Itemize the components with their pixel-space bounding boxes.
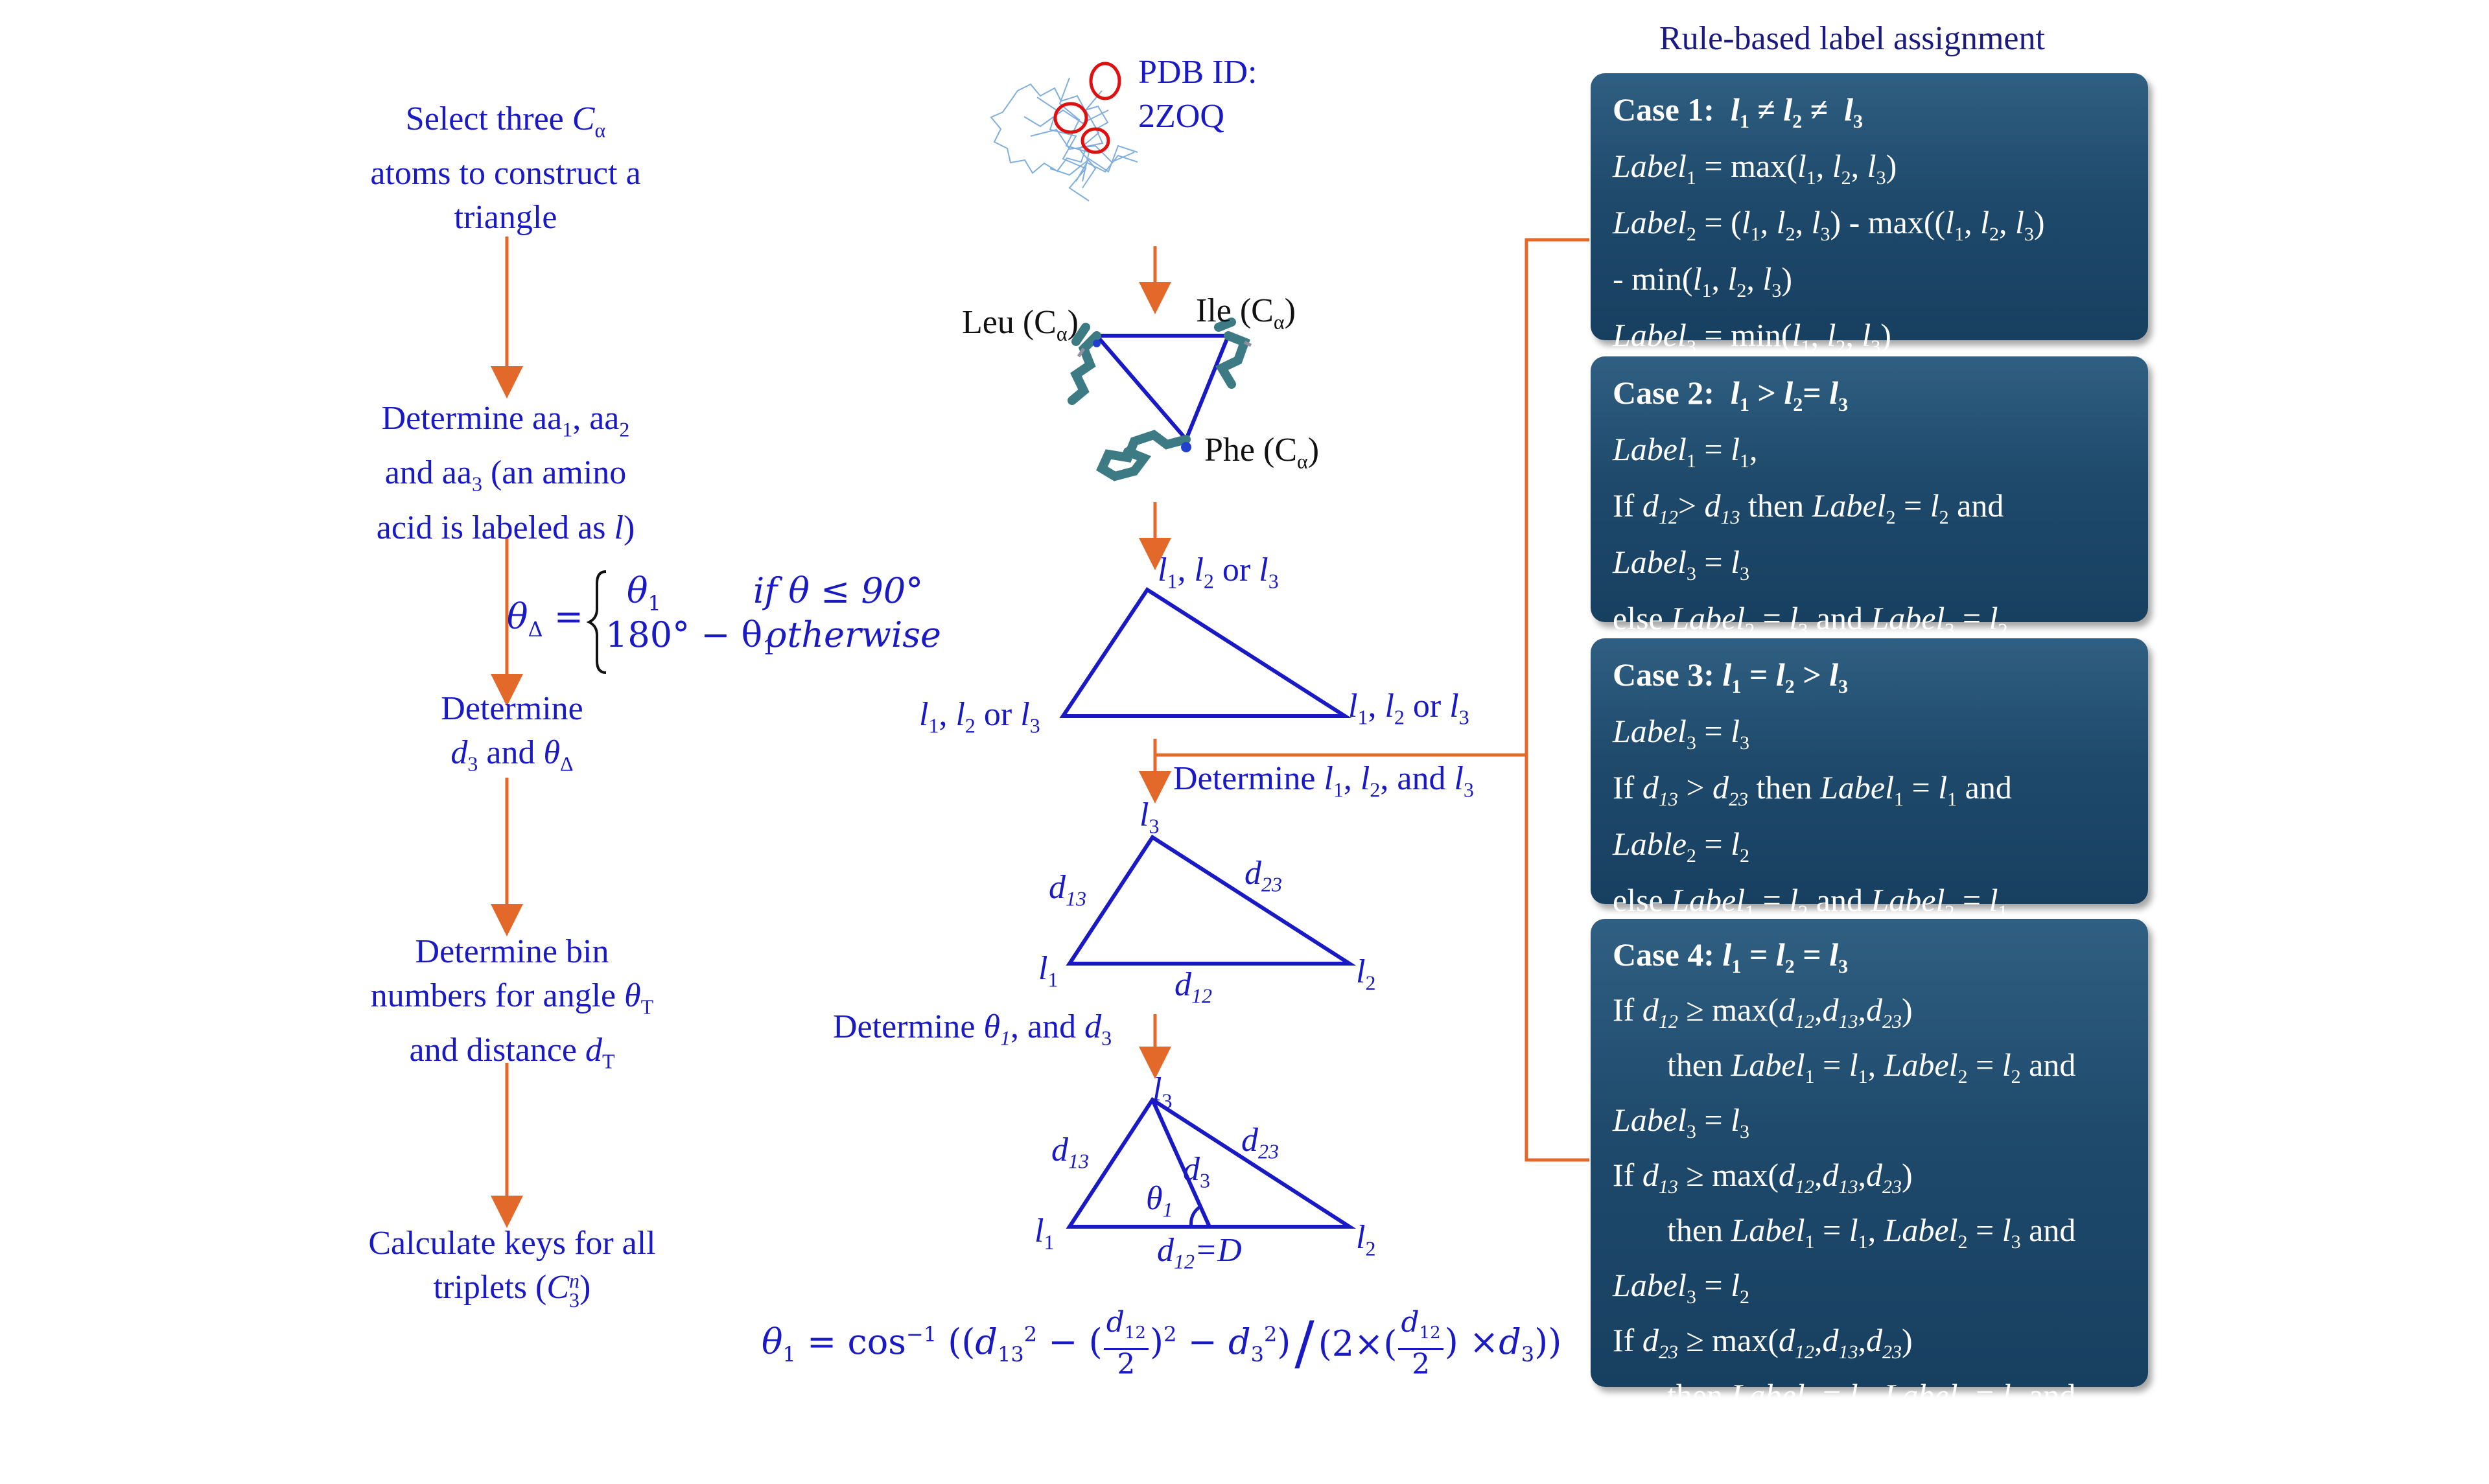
diagram-graphics [491, 62, 1589, 1229]
determine-labels-text: Determine l1, l2, and l3 [1173, 760, 1474, 802]
triangle-generic [1059, 586, 1352, 718]
tri1-top-label: l1, l2 or l3 [1158, 551, 1279, 593]
tri3-l2: l2 [1356, 1219, 1376, 1260]
case4-box: Case 4: l1 = l2 = l3 If d12 ≥ max(d12,d1… [1591, 919, 2148, 1473]
tri2-l2: l2 [1356, 953, 1376, 995]
step-determine-d3-theta: Determine d3 and θΔ [441, 690, 583, 776]
tri2-d13: d13 [1049, 869, 1086, 910]
residue-triangle [1068, 318, 1252, 481]
protein-structure-image [990, 77, 1138, 202]
connector-bracket [1525, 238, 1589, 1162]
tri3-d13: d13 [1051, 1131, 1089, 1173]
triangle-labeled [1066, 834, 1357, 966]
step-select-triplet: Select three Cα atoms to construct a tri… [370, 100, 641, 237]
tri3-d12D: d12=D [1157, 1232, 1242, 1273]
tri3-theta1: θ1 [1146, 1180, 1173, 1222]
pdb-id: 2ZOQ [1138, 98, 1224, 135]
angle-arc [1189, 1205, 1202, 1227]
tri3-d23: d23 [1241, 1122, 1279, 1163]
step-determine-bins: Determine bin numbers for angle θT and d… [370, 933, 654, 1073]
residue-leu-label: Leu (Cα) [962, 304, 1079, 345]
tri2-d23: d23 [1244, 855, 1282, 896]
case3-box: Case 3: l1 = l2 > l3 Label3 = l3 If d13 … [1591, 638, 2148, 923]
formula-brace [586, 570, 607, 674]
case2-box: Case 2: l1 > l2= l3 Label1 = l1, If d12>… [1591, 356, 2148, 641]
rule-title: Rule-based label assignment [1659, 20, 2045, 57]
tri3-d3: d3 [1183, 1151, 1210, 1192]
tri1-right-label: l1, l2 or l3 [1348, 688, 1469, 729]
residue-phe-label: Phe (Cα) [1204, 432, 1320, 473]
tri2-l3: l3 [1139, 796, 1160, 838]
tri3-l3: l3 [1152, 1071, 1173, 1113]
case1-box: Case 1: l1 ≠ l2 ≠ l3 Label1 = max(l1, l2… [1591, 73, 2148, 358]
step-determine-amino-acids: Determine aa1, aa2 and aa3 (an amino aci… [376, 400, 635, 546]
tri2-d12: d12 [1174, 966, 1212, 1008]
median-d3 [1151, 1098, 1211, 1228]
tri2-l1: l1 [1038, 950, 1058, 991]
tri3-l1: l1 [1034, 1212, 1055, 1254]
tri1-left-label: l1, l2 or l3 [919, 696, 1040, 737]
determine-theta-text: Determine θ1, and d3 [833, 1008, 1112, 1050]
pdb-label: PDB ID: [1138, 54, 1257, 91]
residue-ile-label: Ile (Cα) [1196, 292, 1296, 334]
highlight-circles [1053, 62, 1121, 154]
